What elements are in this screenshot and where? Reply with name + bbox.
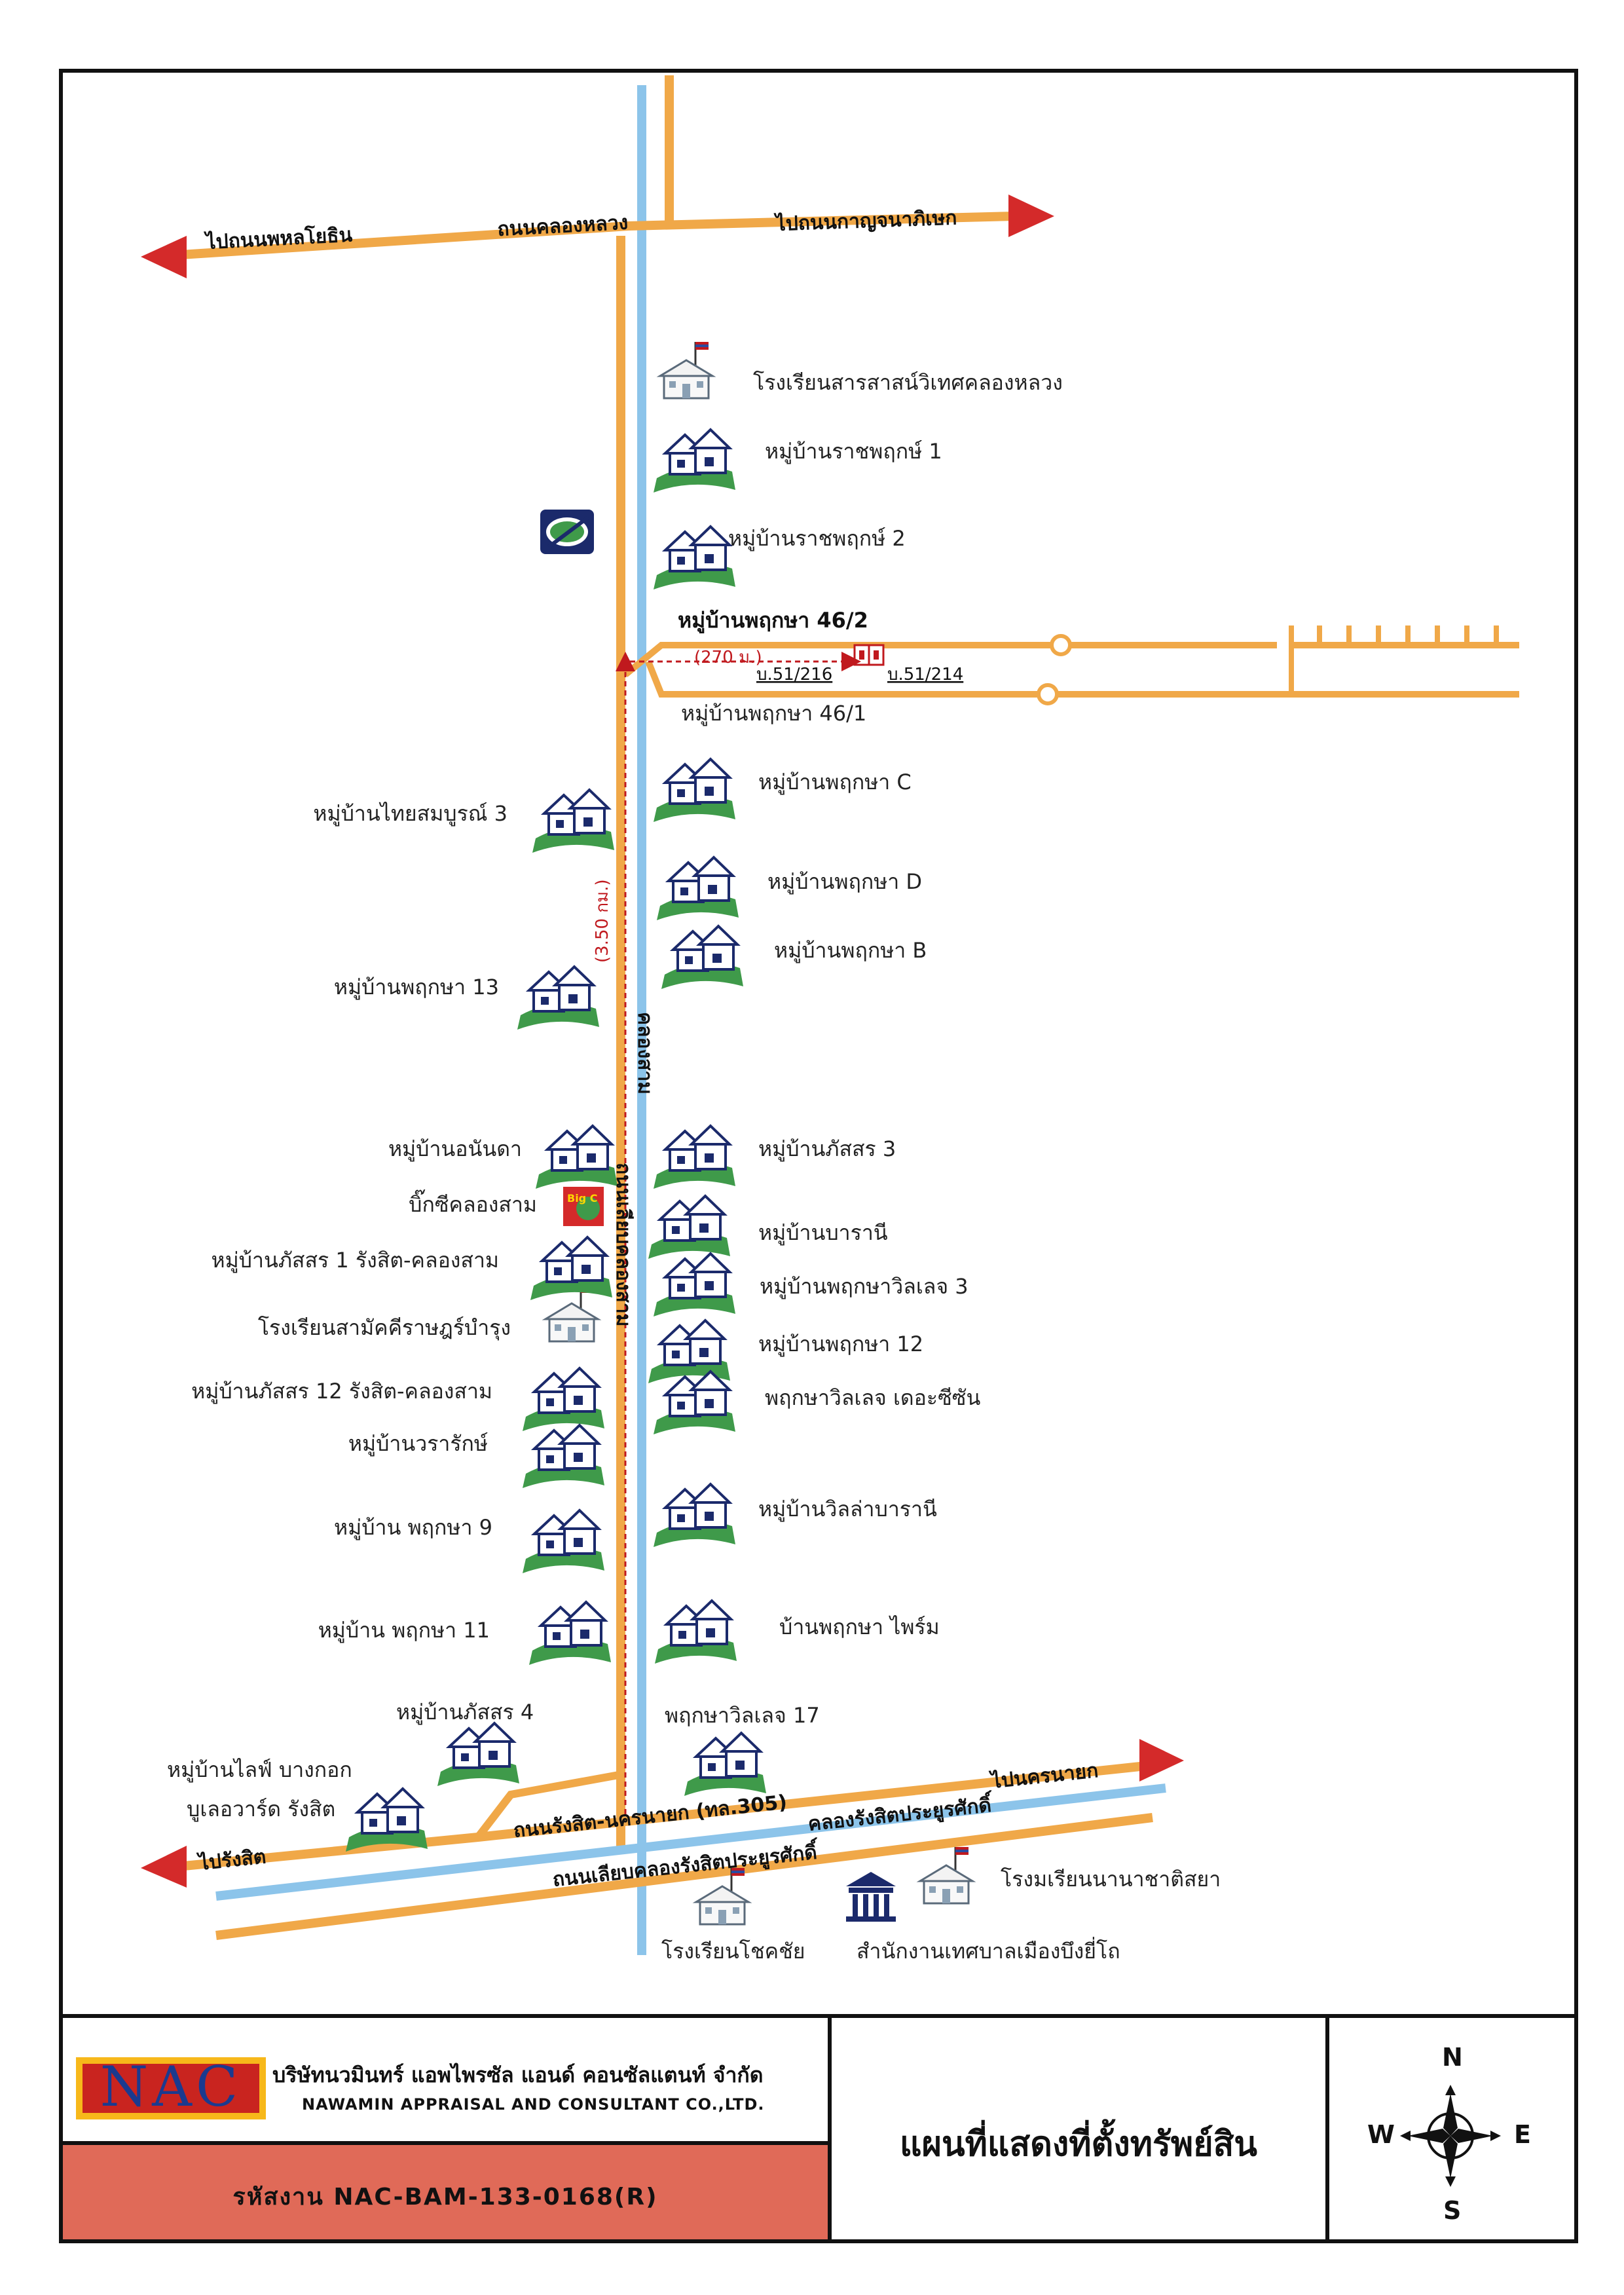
landmark-label: หมู่บ้านภัสสร 4 <box>396 1700 534 1725</box>
landmark-label: หมู่บ้านภัสสร 3 <box>758 1136 896 1162</box>
plot-label-214: บ.51/214 <box>887 665 963 684</box>
village-icon <box>652 1252 737 1318</box>
distance-main-label: (3.50 กม.) <box>593 879 612 963</box>
road-frontage <box>215 1813 1153 1940</box>
temple-icon <box>540 510 594 554</box>
arrow-east-bottom <box>1139 1739 1184 1782</box>
village-icon <box>654 1599 738 1665</box>
canal-rangsit <box>215 1783 1166 1901</box>
village-icon <box>521 1367 606 1432</box>
arrow-west-top <box>141 236 187 278</box>
village-icon <box>652 428 737 494</box>
label-khlong-sam-canal: คลองสาม <box>633 1012 656 1094</box>
label-to-kanchanaphisek: ไปถนนกาญจนาภิเษก <box>773 206 957 236</box>
landmark-label: หมู่บ้านราชพฤกษ์ 1 <box>765 439 942 464</box>
village-icon <box>652 758 737 823</box>
landmark-label: โรงเรียนสามัคคีราษฎร์บำรุง <box>258 1315 511 1341</box>
village-icon <box>529 1236 614 1301</box>
plot-label-216: บ.51/216 <box>756 665 832 684</box>
title-block: NAC บริษัทนวมินทร์ แอพไพรซัล แอนด์ คอนซั… <box>59 2014 1578 2243</box>
compass-w: W <box>1367 2120 1395 2149</box>
bigc-logo-icon: Big C <box>563 1187 604 1226</box>
village-icon <box>516 965 600 1031</box>
compass-e: E <box>1514 2120 1531 2149</box>
company-name-th: บริษัทนวมินทร์ แอพไพรซัล แอนด์ คอนซัลแตน… <box>272 2062 764 2087</box>
landmark-label: หมู่บ้านพฤกษา D <box>767 869 922 895</box>
subject-property-marker <box>853 644 885 666</box>
soi-branches <box>1317 625 1499 645</box>
landmark-label: หมู่บ้านบารานี <box>758 1220 888 1246</box>
landmark-label: พฤกษาวิลเลจ 17 <box>665 1703 820 1728</box>
village-icon <box>647 1319 731 1385</box>
compass-cell: N S W E <box>1325 2014 1578 2243</box>
school-icon <box>919 1846 974 1905</box>
village-icon <box>655 856 740 922</box>
landmark-label: หมู่บ้านภัสสร 12 รังสิต-คลองสาม <box>191 1379 492 1404</box>
landmark-label: หมู่บ้าน พฤกษา 11 <box>318 1618 490 1643</box>
subject-village-below: หมู่บ้านพฤกษา 46/1 <box>681 701 866 726</box>
landmark-label: หมู่บ้านไทยสมบูรณ์ 3 <box>313 801 507 827</box>
label-to-nakhon-nayok: ไปนครนายก <box>988 1759 1099 1793</box>
landmark-label: หมู่บ้านภัสสร 1 รังสิต-คลองสาม <box>211 1248 499 1273</box>
arrow-west-bottom <box>141 1846 187 1888</box>
landmark-label: สำนักงานเทศบาลเมืองบึงยี่โถ <box>857 1937 1120 1964</box>
svg-text:Big C: Big C <box>567 1192 597 1204</box>
village-icon <box>652 525 737 591</box>
arrow-east-top <box>1008 195 1054 237</box>
landmark-label: หมู่บ้าน พฤกษา 9 <box>334 1515 492 1540</box>
village-icon <box>344 1787 429 1853</box>
landmark-label: หมู่บ้านอนันดา <box>388 1136 522 1162</box>
village-icon <box>521 1424 606 1489</box>
landmark-label: โรงเรียนโชคชัย <box>661 1939 805 1964</box>
landmark-label: หมู่บ้านพฤกษาวิลเลจ 3 <box>760 1274 969 1299</box>
company-logo: NAC <box>76 2055 266 2119</box>
compass-n: N <box>1442 2043 1463 2072</box>
compass-s: S <box>1443 2196 1462 2225</box>
company-cell: NAC บริษัทนวมินทร์ แอพไพรซัล แอนด์ คอนซั… <box>59 2014 832 2145</box>
job-code-cell: รหัสงาน NAC-BAM-133-0168(R) <box>59 2141 832 2243</box>
landmark-label: หมู่บ้านไลฟ์ บางกอก <box>167 1757 352 1783</box>
compass-rose-icon <box>1400 2085 1501 2187</box>
company-name-en: NAWAMIN APPRAISAL AND CONSULTANT CO.,LTD… <box>302 2095 765 2114</box>
label-khlong-luang-road: ถนนคลองหลวง <box>497 212 629 241</box>
label-khlong-sam-road: ถนนเลียบคลองสาม <box>612 1163 635 1327</box>
job-code: รหัสงาน NAC-BAM-133-0168(R) <box>232 2184 658 2211</box>
village-icon <box>531 789 616 854</box>
village-icon <box>647 1195 731 1260</box>
map-title-cell: แผนที่แสดงที่ตั้งทรัพย์สิน <box>828 2014 1329 2243</box>
landmark-label: พฤกษาวิลเลจ เดอะซีซัน <box>765 1385 981 1410</box>
landmark-label: บูเลอวาร์ด รังสิต <box>187 1797 335 1822</box>
landmark-label: หมู่บ้านพฤกษา 12 <box>758 1332 923 1357</box>
village-icon <box>528 1601 612 1666</box>
soi-south <box>645 660 1519 698</box>
village-icon <box>652 1125 737 1190</box>
village-icon <box>652 1483 737 1548</box>
landmark-label: หมู่บ้านพฤกษา B <box>774 938 927 963</box>
village-icon <box>652 1370 737 1436</box>
subject-village-title: หมู่บ้านพฤกษา 46/2 <box>678 608 868 634</box>
landmark-label: หมู่บ้านพฤกษา 13 <box>334 975 499 1000</box>
school-icon <box>659 341 714 400</box>
village-icon <box>660 925 745 990</box>
landmark-label: หมู่บ้านราชพฤกษ์ 2 <box>728 526 906 551</box>
landmark-label: บิ๊กซีคลองสาม <box>409 1189 537 1217</box>
road-side-branch <box>475 1771 620 1840</box>
landmark-label: โรงมเรียนนานาชาติสยา <box>1001 1867 1221 1892</box>
village-icon <box>683 1732 767 1797</box>
map-title: แผนที่แสดงที่ตั้งทรัพย์สิน <box>900 2125 1257 2164</box>
distance-soi-label: (270 ม.) <box>694 648 762 667</box>
village-icon <box>534 1125 619 1190</box>
city-hall-icon <box>846 1872 896 1922</box>
village-icon <box>521 1509 606 1575</box>
landmark-label: หมู่บ้านวรารักษ์ <box>348 1431 488 1457</box>
landmark-label: บ้านพฤกษา ไพร์ม <box>779 1614 940 1639</box>
landmark-label: โรงเรียนสารสาสน์วิเทศคลองหลวง <box>753 370 1063 395</box>
village-icon <box>436 1722 521 1787</box>
road-khlong-luang <box>170 212 1016 260</box>
landmark-label: หมู่บ้านพฤกษา C <box>758 770 912 795</box>
landmark-label: หมู่บ้านวิลล่าบารานี <box>758 1497 937 1522</box>
label-to-rangsit: ไปรังสิต <box>196 1844 267 1875</box>
